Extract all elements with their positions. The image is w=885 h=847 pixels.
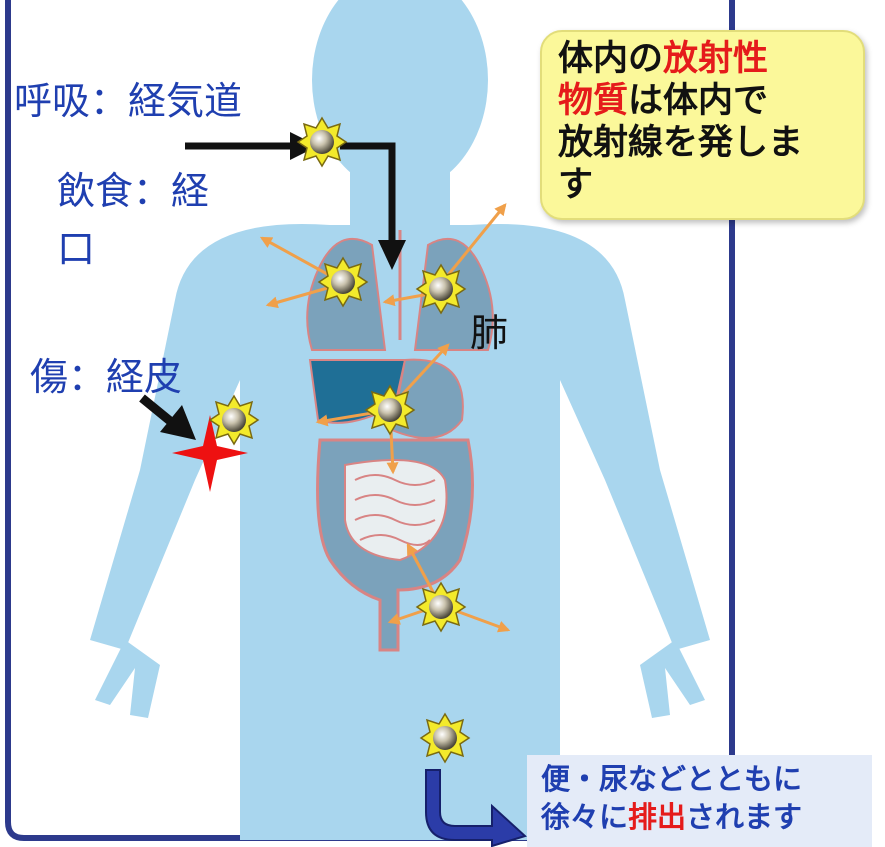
callout-top-text: 放射線を発しま (558, 122, 847, 164)
particle-star-icon (210, 396, 258, 444)
callout-top-text: は体内で (628, 81, 768, 121)
internal-radiation-callout: 体内の放射性 物質は体内で 放射線を発しま す (540, 30, 865, 220)
particle-star-icon (421, 714, 469, 762)
callout-bottom-text: されます (686, 800, 802, 834)
inhalation-label: 呼吸：経気道 (14, 80, 242, 124)
excretion-callout: 便・尿などとともに 徐々に排出されます (527, 755, 872, 847)
particle-star-icon (366, 386, 414, 434)
wound-label: 傷：経皮 (30, 356, 182, 400)
particle-star-icon (298, 118, 346, 166)
lung-label: 肺 (470, 312, 508, 356)
callout-top-highlight: 物質 (558, 81, 628, 121)
callout-bottom-highlight: 排出 (628, 800, 686, 834)
callout-top-text: す (558, 164, 847, 206)
callout-bottom-text: 徐々に (541, 800, 628, 834)
ingestion-label-line2: 口 (57, 228, 95, 272)
particle-star-icon (417, 265, 465, 313)
callout-bottom-text: 便・尿などとともに (541, 761, 858, 799)
particle-star-icon (417, 583, 465, 631)
particle-star-icon (319, 258, 367, 306)
callout-top-text: 体内の (558, 39, 663, 79)
callout-top-highlight: 放射性 (663, 39, 768, 79)
ingestion-label-line1: 飲食：経 (57, 170, 209, 214)
